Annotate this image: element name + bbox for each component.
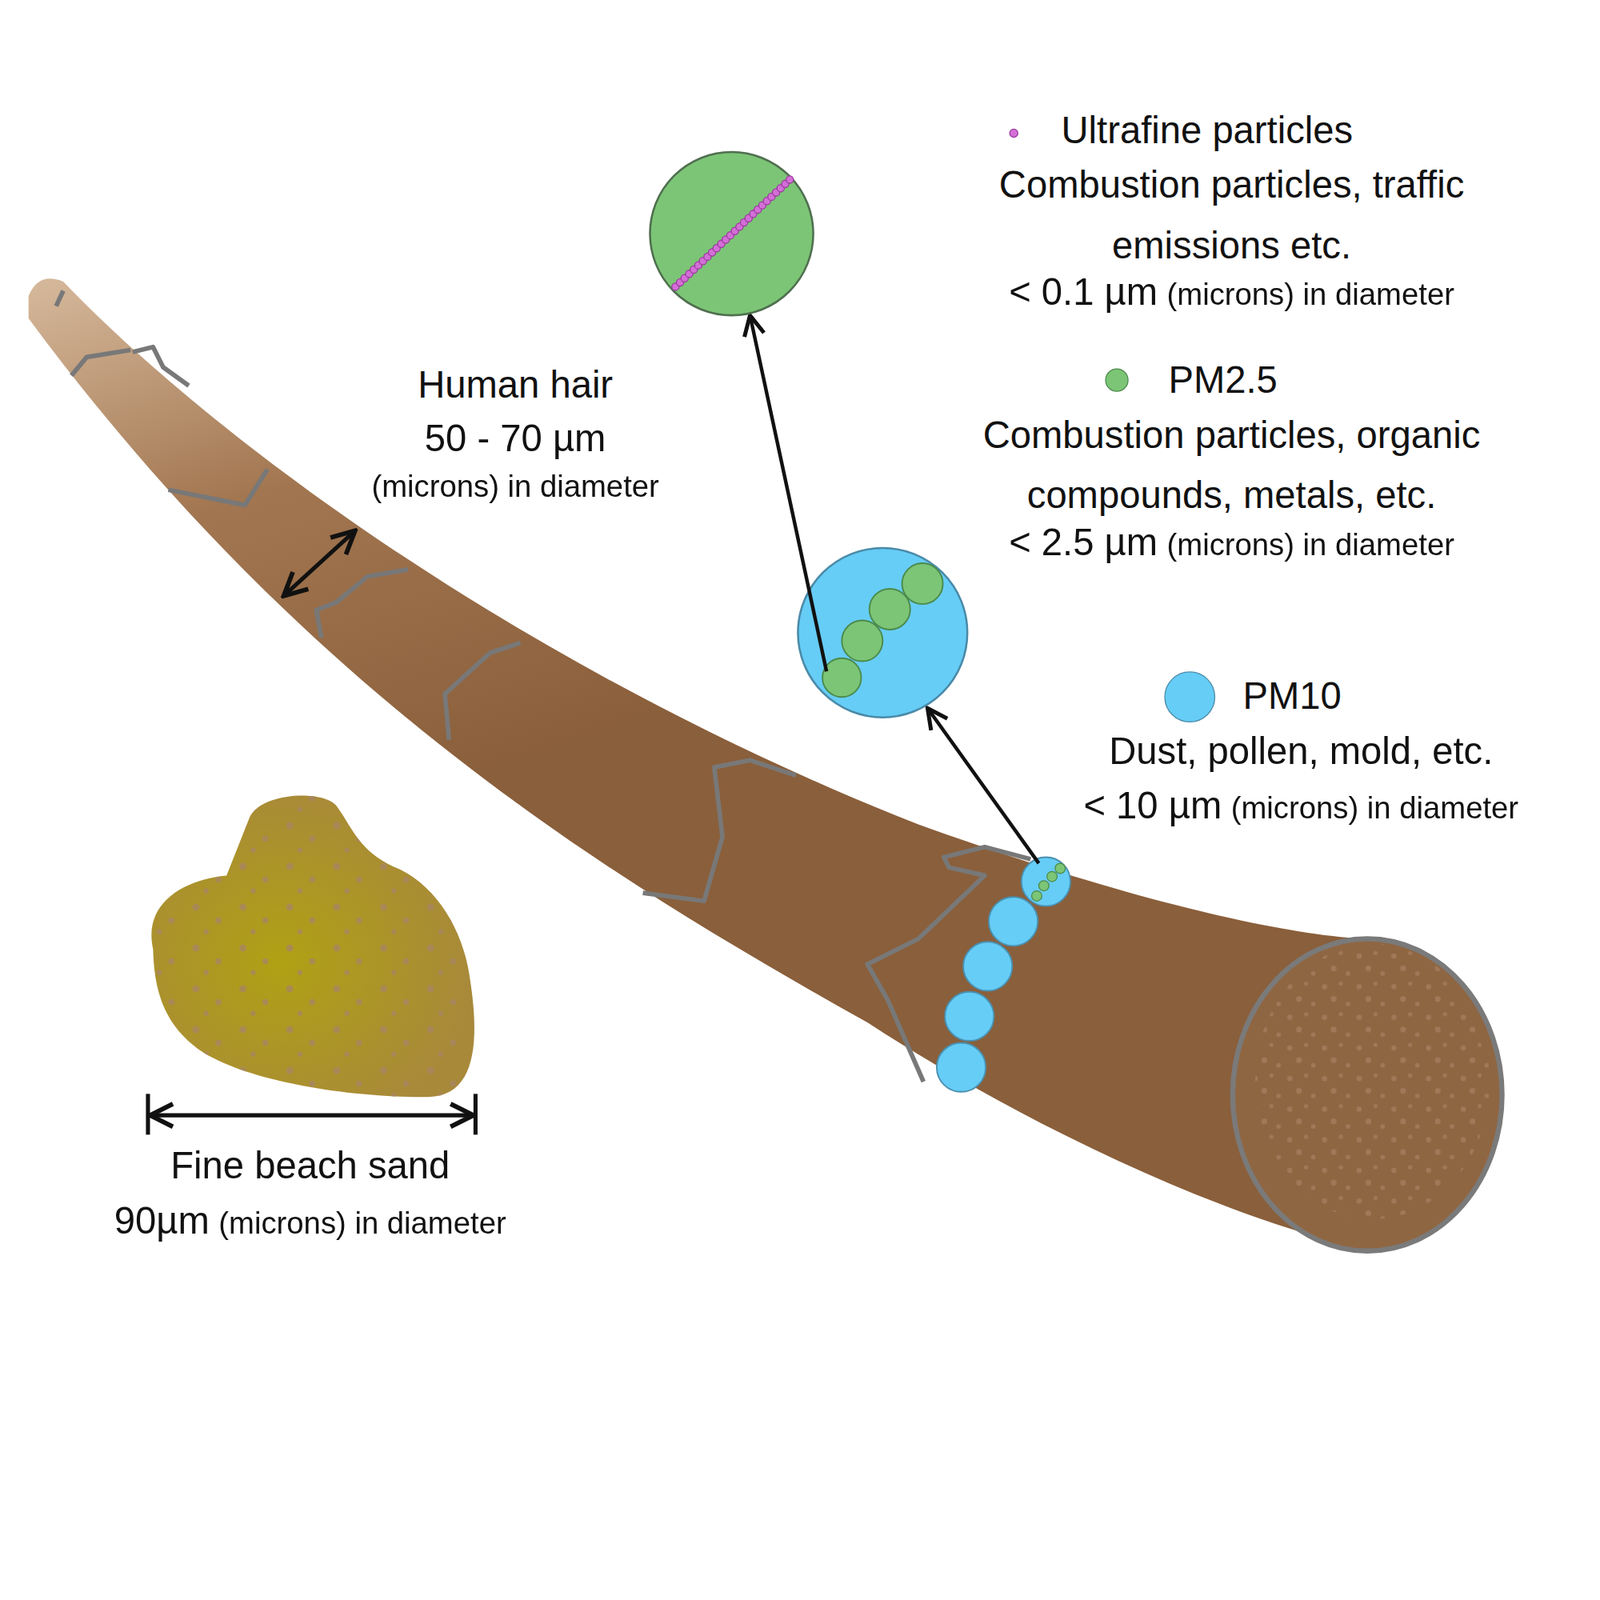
legend-label: Ultrafine particles	[1061, 104, 1354, 157]
pm25-particle	[869, 588, 911, 630]
label-row: 50 - 70 µm	[107, 412, 924, 472]
sand-dimension	[148, 1093, 476, 1135]
label-row: 90µm(microns) in diameter	[0, 1195, 719, 1256]
label-text: Human hair	[417, 364, 613, 406]
label-row: Fine beach sand	[0, 1140, 719, 1200]
label-row: < 0.1 µm (microns) in diameter	[823, 266, 1600, 327]
legend-label: PM2.5	[1168, 354, 1277, 408]
label-row: Human hair	[107, 359, 924, 420]
hair-texture	[1255, 944, 1490, 1220]
unit-note: (microns) in diameter	[1167, 277, 1455, 312]
ultrafine-chain	[672, 176, 794, 291]
pm10-particle	[963, 941, 1012, 991]
pm25-particle	[1038, 880, 1049, 892]
pm10-zoom-circle	[797, 548, 968, 718]
label-row: (microns) in diameter	[107, 460, 924, 519]
label-text: < 2.5 µm	[1008, 521, 1158, 564]
label-row: < 10 µm (microns) in diameter	[892, 779, 1600, 840]
label-text: < 0.1 µm	[1008, 271, 1158, 313]
width-arrow	[284, 530, 356, 596]
legend-swatch	[1164, 671, 1216, 723]
label-row: < 2.5 µm (microns) in diameter	[823, 516, 1600, 576]
label-text: Fine beach sand	[170, 1144, 450, 1187]
zoom-arrow	[749, 315, 827, 672]
cuticle-line	[168, 469, 268, 506]
pm10-chain	[936, 856, 1071, 1092]
dimension-tick	[145, 1093, 150, 1135]
pm25-particle	[1047, 871, 1058, 882]
dimension-tick	[473, 1093, 478, 1135]
hair-cross-section	[1232, 938, 1503, 1251]
label-text: Combustion particles, organic compounds,…	[983, 414, 1481, 517]
sand-grain	[151, 795, 475, 1097]
pm10-particle	[1021, 856, 1071, 906]
cuticle-line	[56, 291, 64, 307]
pm10-particle	[936, 1043, 986, 1092]
cuticle-line	[643, 760, 796, 901]
unit-note: (microns) in diameter	[1231, 791, 1519, 825]
pm25-zoom-circle	[649, 152, 813, 316]
unit-note: (microns) in diameter	[1167, 527, 1455, 561]
legend-label: PM10	[1243, 670, 1342, 724]
label-row: Combustion particles, traffic emissions …	[930, 159, 1533, 280]
pm10-particle	[944, 992, 994, 1041]
label-text: 50 - 70 µm	[424, 417, 607, 460]
pm10-particle	[988, 896, 1038, 946]
pm25-zoom-chain	[822, 563, 944, 697]
dimension-line	[149, 1113, 473, 1118]
cuticle-line	[132, 347, 189, 386]
label-text: < 10 µm	[1083, 784, 1222, 827]
cuticle-line	[316, 569, 408, 638]
pm25-particle	[1055, 863, 1066, 874]
unit-note: (microns) in diameter	[371, 469, 659, 504]
ultrafine-particle	[786, 176, 794, 184]
legend-swatch	[1008, 128, 1018, 137]
cuticle-line	[71, 349, 131, 376]
pm25-small-chain	[1032, 863, 1066, 901]
label-row: Combustion particles, organic compounds,…	[920, 408, 1544, 530]
pm25-particle	[822, 658, 861, 697]
unit-note: (microns) in diameter	[218, 1206, 506, 1240]
zoom-arrow	[927, 708, 1039, 864]
pm25-particle	[841, 620, 883, 662]
sand-texture	[151, 795, 475, 1097]
label-text: Dust, pollen, mold, etc.	[1108, 730, 1493, 772]
pm25-particle	[902, 563, 944, 604]
pm25-particle	[1032, 891, 1043, 902]
legend-swatch	[1104, 368, 1128, 392]
label-text: Combustion particles, traffic emissions …	[999, 164, 1464, 267]
label-text: 90µm	[114, 1200, 210, 1242]
cuticle-line	[444, 643, 520, 740]
label-row: Dust, pollen, mold, etc.	[892, 725, 1600, 786]
